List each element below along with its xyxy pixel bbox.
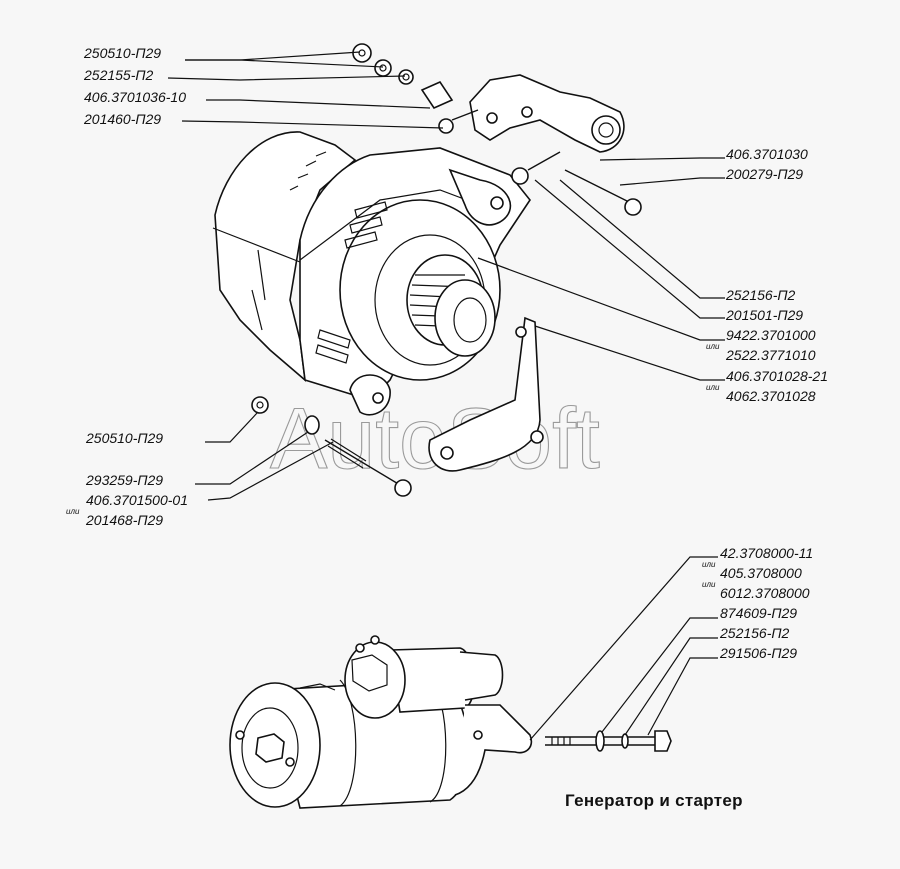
alternator-drawing [212,43,642,497]
part-label-alt: 4062.3701028 [726,388,816,404]
part-label: 252156-П2 [720,625,790,641]
part-label: 293259-П29 [86,472,164,488]
leader-lines-generator [167,51,725,501]
part-label: 250510-П29 [86,430,164,446]
part-label-alt: 2522.3771010 [726,347,816,363]
or-label: или [702,560,716,569]
part-label: 9422.3701000 [726,327,816,343]
or-label: или [702,580,716,589]
part-label: 252155-П2 [84,67,154,83]
part-label: 406.3701028-21 [726,368,828,384]
part-label-alt: 6012.3708000 [720,585,810,601]
part-label: 406.3701030 [726,146,808,162]
starter-drawing [229,635,672,809]
part-label: 42.3708000-11 [720,545,814,561]
or-label: или [706,342,720,351]
part-label: 406.3701036-10 [84,89,186,105]
part-label: 406.3701500-01 [86,492,188,508]
or-label: или [706,383,720,392]
part-label: 250510-П29 [84,45,162,61]
part-label: 201460-П29 [84,111,162,127]
leader-lines-starter [529,556,718,741]
or-label: или [66,507,80,516]
part-label: 874609-П29 [720,605,798,621]
part-label: 252156-П2 [726,287,796,303]
part-label-alt: 405.3708000 [720,565,802,581]
part-label: 200279-П29 [726,166,804,182]
part-label: 291506-П29 [720,645,798,661]
diagram-title: Генератор и стартер [565,791,743,810]
part-label-alt: 201468-П29 [86,512,164,528]
part-label: 201501-П29 [726,307,804,323]
